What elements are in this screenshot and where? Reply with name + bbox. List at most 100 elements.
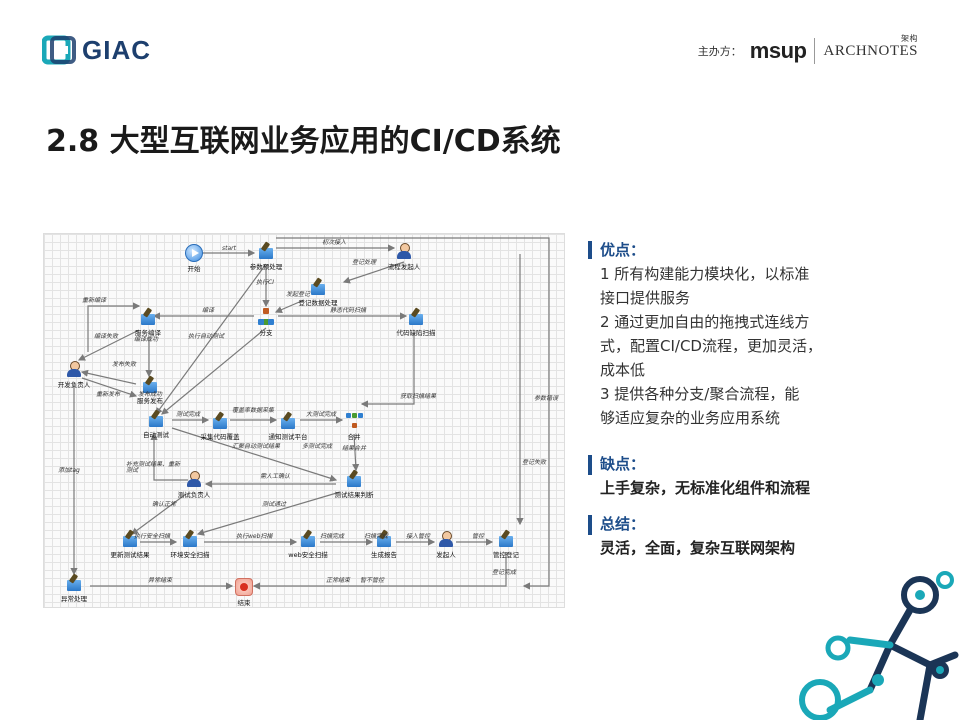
- edge-label: 测试完成: [176, 411, 201, 418]
- node-code-scan[interactable]: 代码缺陷扫描: [356, 308, 476, 337]
- edge-compile-dev: [77, 329, 140, 361]
- task-icon: [279, 412, 297, 430]
- edge-param-autotest: [155, 263, 267, 415]
- node-svc-compile[interactable]: 服务编译: [88, 308, 208, 337]
- edge-label: 扫描完成: [364, 533, 389, 540]
- edge-label: 结果合并: [342, 445, 367, 452]
- edge-label: 确认正常: [152, 501, 177, 508]
- cons-line: 上手复杂，无标准化组件和流程: [600, 479, 811, 497]
- node-collect-cov[interactable]: 采集代码覆盖: [160, 412, 280, 441]
- node-branch[interactable]: 分支: [206, 308, 326, 337]
- edge-label: 测试通过: [262, 501, 287, 508]
- section-bar: [588, 515, 592, 535]
- person-icon: [395, 242, 413, 260]
- pros-line: 2 通过更加自由的拖拽式连线方: [600, 313, 810, 331]
- summary-title: 总结：: [600, 515, 646, 533]
- person-icon: [65, 360, 83, 378]
- node-initiator[interactable]: 流程发起人: [344, 242, 464, 271]
- end-icon: [235, 578, 253, 596]
- node-end[interactable]: 结束: [184, 578, 304, 607]
- node-web-scan[interactable]: web安全扫描: [248, 530, 368, 559]
- edge-branch-autotest: [161, 327, 267, 415]
- pros-line: 式，配置CI/CD流程，更加灵活，: [600, 337, 822, 355]
- node-merge[interactable]: 合并: [294, 412, 414, 441]
- node-login-proc[interactable]: 登记数据处理: [258, 278, 378, 307]
- task-icon: [147, 410, 165, 428]
- edge-label: start: [222, 245, 236, 252]
- sponsor-label: 主办方：: [697, 45, 742, 58]
- edge-login-branch: [274, 299, 305, 313]
- node-result-judge[interactable]: 测试结果判断: [294, 470, 414, 499]
- node-start[interactable]: 开始: [134, 244, 254, 273]
- node-param[interactable]: 参数预处理: [206, 242, 326, 271]
- edge-label: 添加tag: [58, 467, 80, 474]
- node-svc-publish[interactable]: 服务发布: [90, 376, 210, 405]
- task-icon: [181, 530, 199, 548]
- pros-line: 3 提供各种分支/聚合流程，能: [600, 385, 800, 403]
- node-check-register[interactable]: 管控登记: [446, 530, 566, 559]
- edge-label: 发布失败: [112, 361, 137, 368]
- edge-label: 正常结束: [326, 577, 351, 584]
- edge-testowner-autotest: [150, 432, 188, 481]
- edge-testowner-update: [131, 493, 187, 535]
- pros-line: 1 所有构建能力模块化，以标准: [600, 265, 810, 283]
- edge-label: 执行自动测试: [188, 333, 225, 340]
- edge-label: 汇聚自动测试结果: [232, 443, 281, 450]
- edge-recompile: [87, 302, 141, 352]
- cons-section: 缺点： 上手复杂，无标准化组件和流程: [588, 452, 888, 500]
- edge-label: 获取扫描结果: [400, 393, 437, 400]
- task-icon: [257, 242, 275, 260]
- section-bar: [588, 455, 592, 475]
- flow-edges: [70, 237, 550, 590]
- pros-line: 接口提供服务: [600, 289, 691, 307]
- edge-label: 异常结束: [148, 577, 173, 584]
- node-env-scan[interactable]: 环境安全扫描: [130, 530, 250, 559]
- pros-line: 成本低: [600, 361, 646, 379]
- edge-label: 执行CI: [256, 279, 274, 286]
- archnotes-logo: 架构 ARCHNOTES: [823, 34, 918, 60]
- edge-label: 参数错误: [534, 395, 559, 402]
- edge-label: 执行web扫描: [236, 533, 273, 540]
- edge-label: 重新发布: [96, 391, 121, 398]
- edge-label: 接入管控: [406, 533, 431, 540]
- edge-label: 补充测试结果、重新测试: [126, 461, 181, 475]
- edge-label: 扫描完成: [320, 533, 345, 540]
- edge-label: 大测试完成: [306, 411, 337, 418]
- sponsor-divider: [814, 38, 816, 64]
- task-icon: [309, 278, 327, 296]
- msup-logo: msup: [749, 38, 807, 63]
- task-icon: [299, 530, 317, 548]
- node-notify-test[interactable]: 通知测试平台: [228, 412, 348, 441]
- archnotes-small-text: 架构: [901, 33, 918, 43]
- person-icon: [185, 470, 203, 488]
- edge-label: 管控: [472, 533, 485, 540]
- node-sender[interactable]: 发起人: [386, 530, 506, 559]
- node-dev-owner[interactable]: 开发负责人: [14, 360, 134, 389]
- task-icon: [407, 308, 425, 326]
- giac-logo-text: GIAC: [82, 34, 151, 65]
- task-icon: [345, 470, 363, 488]
- node-exception[interactable]: 异常处理: [14, 574, 134, 603]
- merge-icon: [345, 412, 363, 430]
- node-update-result[interactable]: 更新测试结果: [70, 530, 190, 559]
- summary-section: 总结： 灵活，全面，复杂互联网架构: [588, 512, 888, 560]
- node-gen-report[interactable]: 生成报告: [324, 530, 444, 559]
- giac-mark-icon: [41, 34, 78, 66]
- edge-label: 发布成功: [138, 391, 163, 398]
- edge-label: 编译失败: [94, 333, 119, 340]
- edge-label: 发起登记: [286, 291, 311, 298]
- page-title: 2.8 大型互联网业务应用的CI/CD系统: [46, 124, 561, 159]
- edge-label: 静态代码扫描: [330, 307, 367, 314]
- edge-merge-judge: [352, 433, 360, 472]
- edge-dev-publish: [81, 377, 138, 398]
- edge-label: 执行安全扫描: [134, 533, 171, 540]
- node-auto-test[interactable]: 自动测试: [96, 410, 216, 439]
- section-bar: [588, 241, 592, 259]
- cicd-flow-diagram: 开始 参数预处理 流程发起人 登记数据处理 分支 服务编译 代码缺陷扫描 开发负…: [43, 233, 565, 608]
- task-icon: [65, 574, 83, 592]
- node-test-owner[interactable]: 测试负责人: [134, 470, 254, 499]
- pros-section: 优点： 1 所有构建能力模块化，以标准 接口提供服务 2 通过更加自由的拖拽式连…: [588, 238, 888, 430]
- task-icon: [497, 530, 515, 548]
- pros-title: 优点：: [600, 241, 646, 259]
- edge-label: 登记失败: [522, 459, 547, 466]
